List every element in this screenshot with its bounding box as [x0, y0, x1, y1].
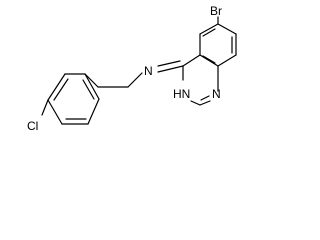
bond-ph-inner-3: [82, 79, 95, 100]
bond-c2-n1: [199, 100, 211, 106]
bond-c7-c6: [217, 23, 237, 35]
bromine-label: Br: [210, 4, 222, 18]
ring-n-label: N: [212, 87, 221, 101]
bond-c6-c5: [199, 23, 219, 35]
bond-c4a-c8a-ring: [199, 54, 219, 67]
bond-c8a-c8: [217, 54, 237, 67]
bond-n-ch2: [127, 72, 143, 88]
bond-c4-nh-inner: [157, 60, 181, 67]
molecule-diagram: Br N HN N Cl: [27, 4, 237, 133]
bond-c4-nh: [157, 65, 184, 73]
chlorine-label: Cl: [27, 119, 38, 133]
ring-nh-label: HN: [173, 87, 190, 101]
bond-ph-inner-1: [53, 78, 69, 101]
bond-ph-6: [84, 73, 100, 100]
bond-c4a-c4: [182, 54, 201, 67]
bond-c2-n1-inner: [200, 95, 210, 101]
bond-inner-3: [202, 55, 216, 64]
bond-ph-cl: [41, 99, 49, 116]
bond-inner-2: [202, 28, 216, 37]
bond-ch2-ring: [84, 73, 99, 88]
amine-nitrogen-label: N: [144, 64, 153, 78]
bond-ph-3: [47, 99, 63, 125]
bond-ph-5: [87, 98, 100, 125]
structure-canvas: Br N HN N Cl: [0, 0, 253, 148]
bond-n3-c2: [190, 100, 201, 106]
bond-ph-2: [47, 73, 66, 101]
